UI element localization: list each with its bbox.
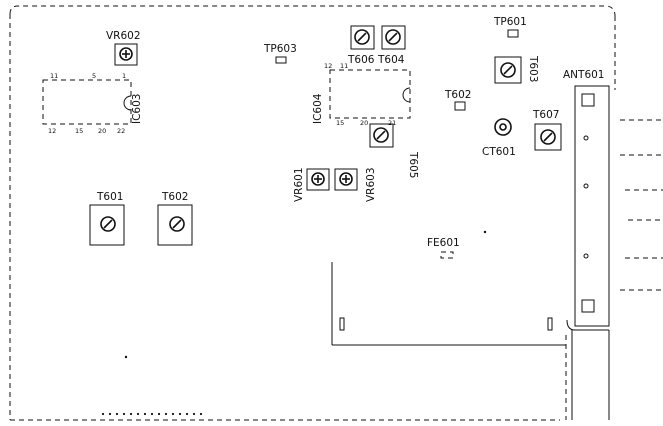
tp603-label: TP603	[263, 43, 297, 55]
t602-right-label: T602	[444, 89, 471, 101]
ic603-pin-1: 1	[122, 72, 126, 80]
ic604-pin-20: 20	[360, 119, 368, 127]
t607-label: T607	[532, 109, 559, 121]
vr603-component: VR603	[334, 167, 377, 202]
t603-component: T603	[494, 55, 539, 84]
ct601-component: CT601	[482, 118, 516, 158]
ct601-label: CT601	[482, 146, 516, 158]
t602-left-component: T602	[157, 191, 193, 246]
ic603-pin-11: 11	[50, 72, 58, 80]
ic603-pin-5: 5	[92, 72, 96, 80]
vr603-label: VR603	[365, 167, 377, 202]
ic603-pin-22: 22	[117, 127, 125, 135]
t602-right-component: T602	[444, 89, 471, 111]
ic603-pin-12: 12	[48, 127, 56, 135]
fe601-component: FE601	[427, 237, 460, 259]
t604-label: T604	[377, 54, 405, 66]
tp603-component: TP603	[263, 43, 297, 64]
t604-component: T604	[377, 25, 406, 66]
t606-component: T606	[347, 25, 375, 66]
ic604-pin-12: 12	[324, 62, 332, 70]
t603-label: T603	[527, 55, 539, 82]
ic603-pin-20: 20	[98, 127, 106, 135]
misc-dots	[101, 230, 487, 416]
ic604-component: IC604 12 11 15 20 21	[312, 62, 411, 127]
ic603-component: IC603 11 5 1 12 15 20 22	[42, 72, 143, 135]
vr601-label: VR601	[293, 167, 305, 202]
ic604-pin-15: 15	[336, 119, 344, 127]
t605-component: T605	[369, 123, 419, 178]
ic603-label: IC603	[131, 94, 143, 124]
tp601-label: TP601	[493, 16, 527, 28]
t607-component: T607	[532, 109, 562, 151]
fe601-label: FE601	[427, 237, 460, 249]
board-outline	[9, 5, 616, 421]
tp601-component: TP601	[493, 16, 527, 38]
ic604-pin-21: 21	[388, 119, 396, 127]
ic603-pin-15: 15	[75, 127, 83, 135]
module-outline	[331, 262, 566, 346]
vr601-component: VR601	[293, 167, 330, 202]
antenna-strip	[565, 85, 663, 420]
t601-left-component: T601	[89, 191, 125, 246]
t605-label: T605	[407, 151, 419, 178]
t606-label: T606	[347, 54, 375, 66]
ic604-label: IC604	[312, 93, 324, 124]
t602-left-label: T602	[161, 191, 188, 203]
ic604-pin-11: 11	[340, 62, 348, 70]
vr602-label: VR602	[106, 30, 141, 42]
ant601-label: ANT601	[563, 69, 605, 81]
vr602-component: VR602	[106, 30, 141, 66]
t601-left-label: T601	[96, 191, 123, 203]
